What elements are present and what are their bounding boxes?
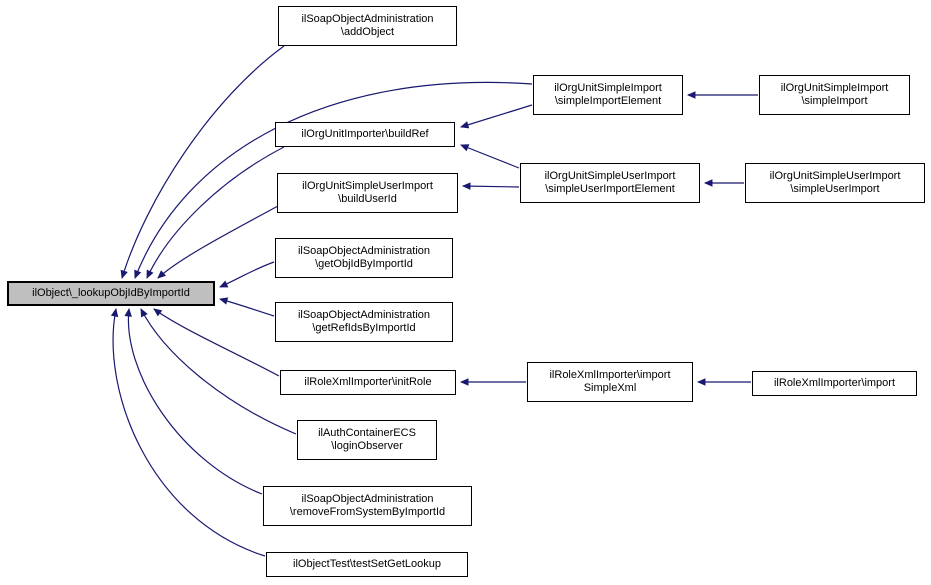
node-label-line: ilOrgUnitSimpleUserImport — [769, 169, 901, 182]
node-ilrolexmlimporter-importsimplexml[interactable]: ilRoleXmlImporter\import SimpleXml — [527, 362, 693, 402]
node-label-line: \simpleUserImportElement — [545, 183, 675, 195]
node-label-line: \addObject — [340, 26, 395, 38]
node-ilrolexmlimporter-import[interactable]: ilRoleXmlImporter\import — [752, 371, 917, 396]
node-label-line: ilRoleXmlImporter\initRole — [304, 375, 432, 388]
edge-simpleuserimportelement-to-builduserid — [461, 182, 520, 190]
node-label-line: ilSoapObjectAdministration — [297, 308, 431, 321]
node-ilsoapobjectadministration-addobject[interactable]: ilSoapObjectAdministration \addObject — [278, 6, 457, 46]
node-label-line: \simpleImportElement — [554, 95, 662, 107]
node-label-line: ilObject\_lookupObjIdByImportId — [32, 286, 190, 299]
node-label-line: ilRoleXmlImporter\import — [773, 376, 896, 389]
node-label-line: ilAuthContainerECS — [318, 426, 416, 439]
node-ilorgunitsimpleimport-simpleimport[interactable]: ilOrgUnitSimpleImport \simpleImport — [759, 75, 910, 115]
node-ilrolexmlimporter-initrole[interactable]: ilRoleXmlImporter\initRole — [280, 370, 456, 395]
node-label-line: ilSoapObjectAdministration — [297, 244, 431, 257]
node-ilsoapobjectadministration-getrefidsbyimportid[interactable]: ilSoapObjectAdministration \getRefIdsByI… — [275, 302, 453, 342]
node-label-line: ilSoapObjectAdministration — [301, 12, 434, 25]
node-ilauthcontainerecs-loginobserver[interactable]: ilAuthContainerECS \loginObserver — [297, 420, 437, 460]
node-ilsoapobjectadministration-removefromsystembyimportid[interactable]: ilSoapObjectAdministration \removeFromSy… — [263, 486, 472, 526]
node-ilorgunitimporter-buildref[interactable]: ilOrgUnitImporter\buildRef — [275, 122, 455, 147]
edge-getrefids-to-main — [219, 297, 275, 317]
node-label-line: \loginObserver — [331, 440, 403, 452]
node-label-line: \buildUserId — [338, 193, 397, 205]
node-label-line: \removeFromSystemByImportId — [289, 506, 446, 518]
edge-builduserid-to-main — [157, 205, 279, 279]
edge-testsetgetlookup-to-main — [110, 307, 266, 557]
node-ilorgunitsimpleuserimport-simpleuserimportelement[interactable]: ilOrgUnitSimpleUserImport \simpleUserImp… — [520, 163, 700, 203]
edge-loginobserver-to-main — [140, 308, 297, 435]
edge-simpleuserimportelement-to-buildref — [460, 144, 520, 169]
node-label-line: ilOrgUnitSimpleUserImport — [302, 179, 433, 192]
node-label-line: SimpleXml — [583, 382, 637, 394]
node-label-line: ilOrgUnitSimpleUserImport — [544, 169, 676, 182]
edge-addobject-to-main — [120, 45, 285, 279]
node-ilobjecttest-testsetgetlookup[interactable]: ilObjectTest\testSetGetLookup — [266, 552, 468, 577]
edge-simpleimportelement-to-buildref — [460, 104, 533, 129]
node-label-line: \getRefIdsByImportId — [312, 322, 416, 334]
node-label-line: ilObjectTest\testSetGetLookup — [293, 557, 441, 570]
node-ilorgunitsimpleuserimport-simpleuserimport[interactable]: ilOrgUnitSimpleUserImport \simpleUserImp… — [745, 163, 925, 203]
node-label-line: ilRoleXmlImporter\import — [549, 368, 671, 381]
node-ilorgunitsimpleuserimport-builduserid[interactable]: ilOrgUnitSimpleUserImport \buildUserId — [277, 173, 458, 213]
edge-getobjid-to-main — [219, 261, 275, 288]
node-label-line: ilOrgUnitSimpleImport — [780, 81, 889, 94]
node-label-line: ilOrgUnitImporter\buildRef — [301, 127, 429, 140]
node-ilobject-lookupobjidbyimportid: ilObject\_lookupObjIdByImportId — [7, 281, 215, 306]
edge-removefromsystem-to-main — [124, 307, 263, 495]
edge-initrole-to-main — [153, 308, 280, 377]
node-label-line: \simpleUserImport — [790, 183, 880, 195]
node-ilorgunitsimpleimport-simpleimportelement[interactable]: ilOrgUnitSimpleImport \simpleImportEleme… — [533, 75, 683, 115]
node-label-line: ilSoapObjectAdministration — [301, 492, 434, 505]
node-label-line: \getObjIdByImportId — [315, 258, 413, 270]
edge-buildref-to-main — [146, 146, 285, 279]
node-label-line: ilOrgUnitSimpleImport — [554, 81, 662, 94]
node-ilsoapobjectadministration-getobjidbyimportid[interactable]: ilSoapObjectAdministration \getObjIdByIm… — [275, 238, 453, 278]
node-label-line: \simpleImport — [801, 95, 868, 107]
